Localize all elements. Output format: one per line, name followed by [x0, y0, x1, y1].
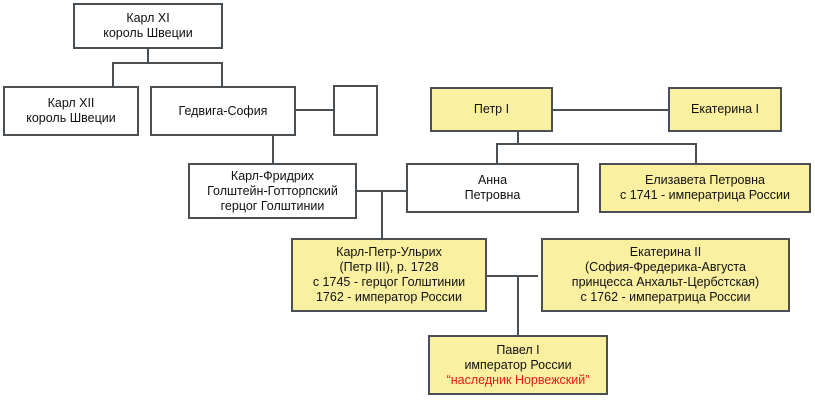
node-line: 1762 - император России — [315, 290, 462, 304]
connector-hedvig-marriage-bar — [295, 109, 334, 111]
connector-drop-hedvig-sofia — [221, 62, 223, 86]
connector-drop-elizaveta — [695, 143, 697, 164]
node-line: (София-Фредерика-Августа — [585, 260, 746, 274]
node-ekaterina-i[interactable]: Екатерина I — [668, 87, 782, 132]
node-karl-friedrich[interactable]: Карл-Фридрих Голштейн-Готторпский герцог… — [188, 163, 357, 219]
node-karl-xi[interactable]: Карл XI король Швеции — [73, 3, 223, 49]
node-line: Петр I — [473, 102, 510, 116]
connector-drop-karl-xii — [112, 62, 114, 86]
connector-drop-pavel-i — [517, 275, 519, 335]
node-line: с 1741 - императрица России — [619, 188, 790, 202]
node-elizaveta-petrovna[interactable]: Елизавета Петровна с 1741 - императрица … — [599, 163, 811, 213]
connector-peter-iii-marriage-bar — [486, 275, 538, 277]
connector-karl-xi-sibling-bar — [112, 62, 223, 64]
connector-karl-xi-stem — [147, 48, 149, 62]
node-line: с 1762 - императрица России — [580, 290, 751, 304]
node-line: Павел I — [496, 342, 540, 357]
node-line: герцог Голштинии — [220, 198, 325, 213]
node-line: Екатерина II — [629, 245, 702, 259]
node-line: Карл XII — [47, 96, 95, 110]
node-line: Анна — [477, 173, 508, 187]
connector-drop-anna-petrovna — [496, 143, 498, 164]
node-pavel-i[interactable]: Павел I император России “наследник Норв… — [428, 335, 608, 395]
node-line: принцесса Анхальт-Цербстская) — [571, 275, 760, 289]
node-hedvig-sofia[interactable]: Гедвига-София — [150, 86, 296, 136]
node-peter-i[interactable]: Петр I — [430, 87, 553, 132]
node-line: Карл-Фридрих — [230, 168, 315, 183]
node-line: Карл XI — [126, 11, 170, 25]
node-line: Елизавета Петровна — [645, 173, 765, 187]
node-line: (Петр III), р. 1728 — [339, 260, 439, 274]
node-line: Карл-Петр-Ульрих — [336, 245, 442, 259]
node-line: король Швеции — [26, 111, 116, 125]
connector-peter-children-bar — [496, 143, 697, 145]
node-line: император России — [464, 357, 572, 372]
node-line: Голштейн-Готторпский — [207, 183, 338, 198]
node-ekaterina-ii[interactable]: Екатерина II (София-Фредерика-Августа пр… — [541, 238, 790, 312]
connector-drop-karl-friedrich — [272, 109, 274, 164]
node-karl-peter-ulrich[interactable]: Карл-Петр-Ульрих (Петр III), р. 1728 с 1… — [291, 238, 487, 312]
node-line: Екатерина I — [690, 102, 760, 116]
node-line-accent: “наследник Норвежский” — [446, 372, 590, 387]
node-karl-xii[interactable]: Карл XII король Швеции — [3, 86, 139, 136]
node-unnamed-spouse[interactable] — [333, 85, 378, 136]
node-line: Гедвига-София — [178, 103, 268, 118]
connector-peter-marriage-bar — [552, 109, 669, 111]
node-anna-petrovna[interactable]: Анна Петровна — [406, 163, 579, 213]
connector-drop-karl-peter-ulrich — [381, 190, 383, 238]
node-line: Петровна — [464, 188, 521, 202]
node-line: король Швеции — [103, 26, 193, 40]
node-line: с 1745 - герцог Голштинии — [312, 275, 466, 289]
